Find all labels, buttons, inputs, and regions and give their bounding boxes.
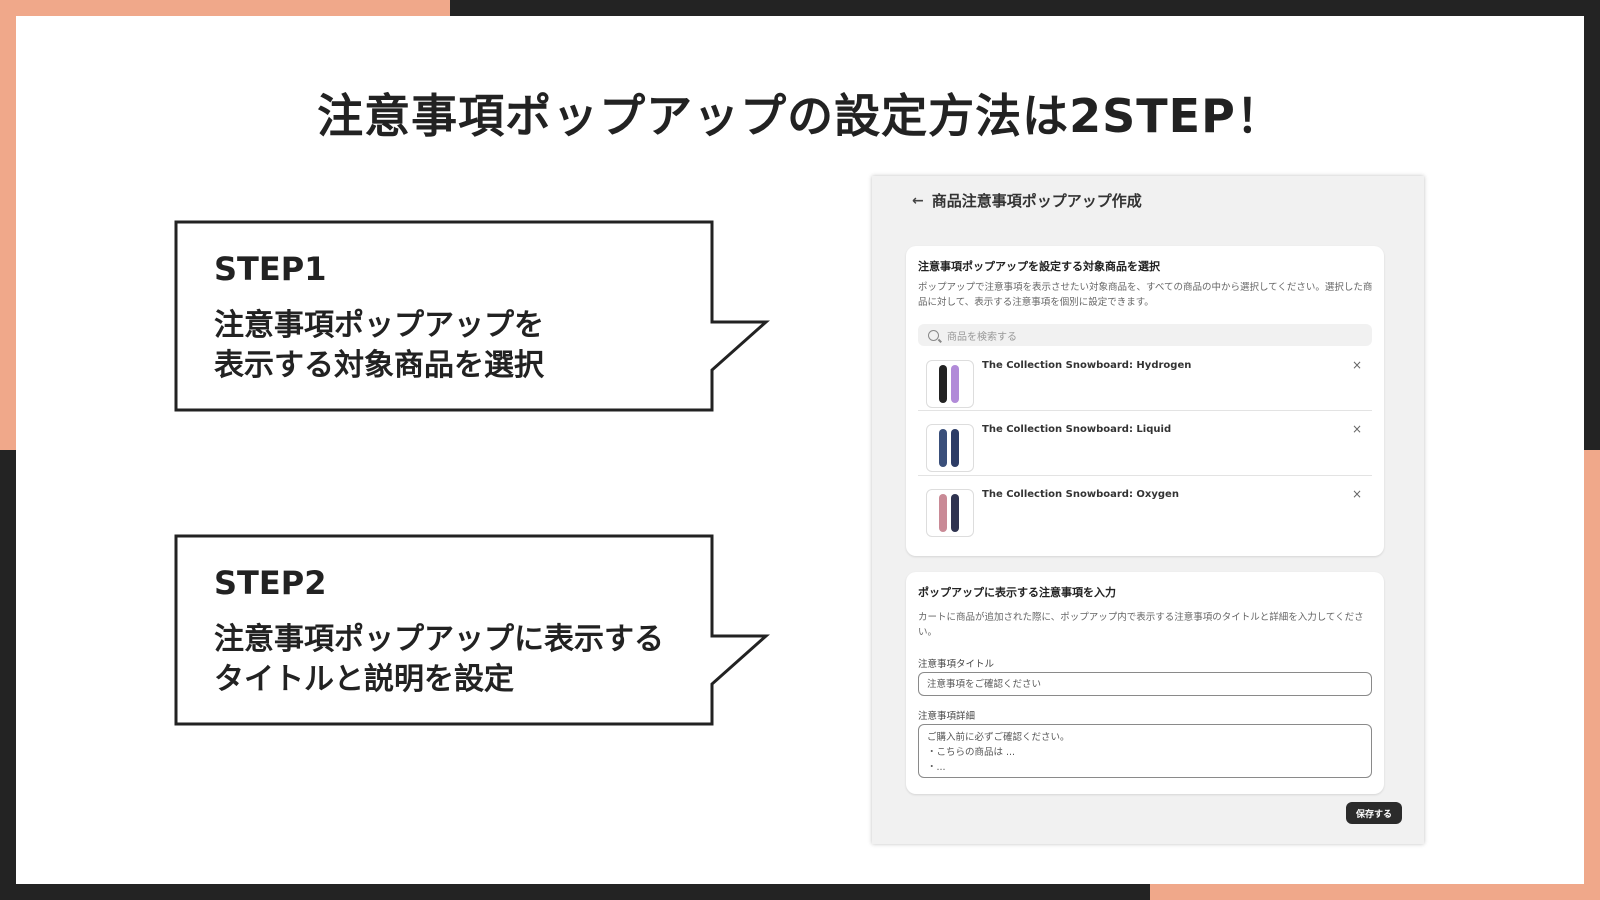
product-card-title: 注意事項ポップアップを設定する対象商品を選択 — [918, 260, 1160, 273]
product-thumbnail — [926, 360, 974, 408]
accent-strip-left — [0, 0, 16, 450]
step2-description: 注意事項ポップアップに表示する タイトルと説明を設定 — [214, 622, 664, 697]
speech-bubble-icon — [174, 534, 770, 726]
search-icon — [928, 329, 939, 341]
step1-description: 注意事項ポップアップを 表示する対象商品を選択 — [214, 308, 544, 383]
remove-icon[interactable]: × — [1351, 487, 1362, 501]
product-thumbnail — [926, 424, 974, 472]
remove-icon[interactable]: × — [1351, 422, 1362, 436]
notice-title-field[interactable]: 注意事項をご確認ください — [918, 672, 1372, 696]
notice-detail-label: 注意事項詳細 — [918, 711, 976, 722]
step2-label: STEP2 — [214, 564, 327, 602]
product-thumbnail — [926, 489, 974, 537]
accent-strip-right — [1584, 450, 1600, 900]
notice-card-description: カートに商品が追加された際に、ポップアップ内で表示する注意事項のタイトルと詳細を… — [918, 612, 1364, 638]
save-button[interactable]: 保存する — [1346, 802, 1402, 824]
product-search-input[interactable]: 商品を検索する — [918, 324, 1372, 346]
slide: 注意事項ポップアップの設定方法は2STEP！ STEP1 注意事項ポップアップを… — [16, 16, 1584, 884]
search-placeholder: 商品を検索する — [947, 331, 1017, 343]
product-card-description: ポップアップで注意事項を表示させたい対象商品を、すべての商品の中から選択してくだ… — [918, 282, 1373, 308]
slide-title: 注意事項ポップアップの設定方法は2STEP！ — [317, 89, 1283, 143]
step2-callout: STEP2 注意事項ポップアップに表示する タイトルと説明を設定 — [174, 534, 770, 726]
remove-icon[interactable]: × — [1351, 358, 1362, 372]
notice-title-label: 注意事項タイトル — [918, 659, 995, 670]
panel-header: ← 商品注意事項ポップアップ作成 — [912, 190, 1142, 211]
product-select-card: 注意事項ポップアップを設定する対象商品を選択 ポップアップで注意事項を表示させた… — [906, 246, 1384, 556]
speech-bubble-icon — [174, 220, 770, 412]
product-row: The Collection Snowboard: Liquid × — [918, 420, 1372, 484]
notice-input-card: ポップアップに表示する注意事項を入力 カートに商品が追加された際に、ポップアップ… — [906, 572, 1384, 794]
accent-strip-top — [0, 0, 450, 16]
arrow-left-icon[interactable]: ← — [912, 192, 924, 209]
product-row: The Collection Snowboard: Hydrogen × — [918, 356, 1372, 420]
product-name: The Collection Snowboard: Hydrogen — [982, 360, 1192, 371]
panel-header-title: 商品注意事項ポップアップ作成 — [931, 192, 1142, 210]
divider — [918, 475, 1372, 476]
notice-detail-field[interactable]: ご購入前に必ずご確認ください。 ・こちらの商品は ... ・... — [918, 724, 1372, 778]
product-name: The Collection Snowboard: Oxygen — [982, 489, 1179, 500]
divider — [918, 410, 1372, 411]
accent-strip-bottom — [1150, 884, 1600, 900]
step1-callout: STEP1 注意事項ポップアップを 表示する対象商品を選択 — [174, 220, 770, 412]
product-name: The Collection Snowboard: Liquid — [982, 424, 1172, 435]
notice-card-title: ポップアップに表示する注意事項を入力 — [918, 586, 1116, 599]
step1-label: STEP1 — [214, 250, 327, 288]
product-row: The Collection Snowboard: Oxygen × — [918, 485, 1372, 549]
app-screenshot-panel: ← 商品注意事項ポップアップ作成 注意事項ポップアップを設定する対象商品を選択 … — [872, 176, 1424, 844]
